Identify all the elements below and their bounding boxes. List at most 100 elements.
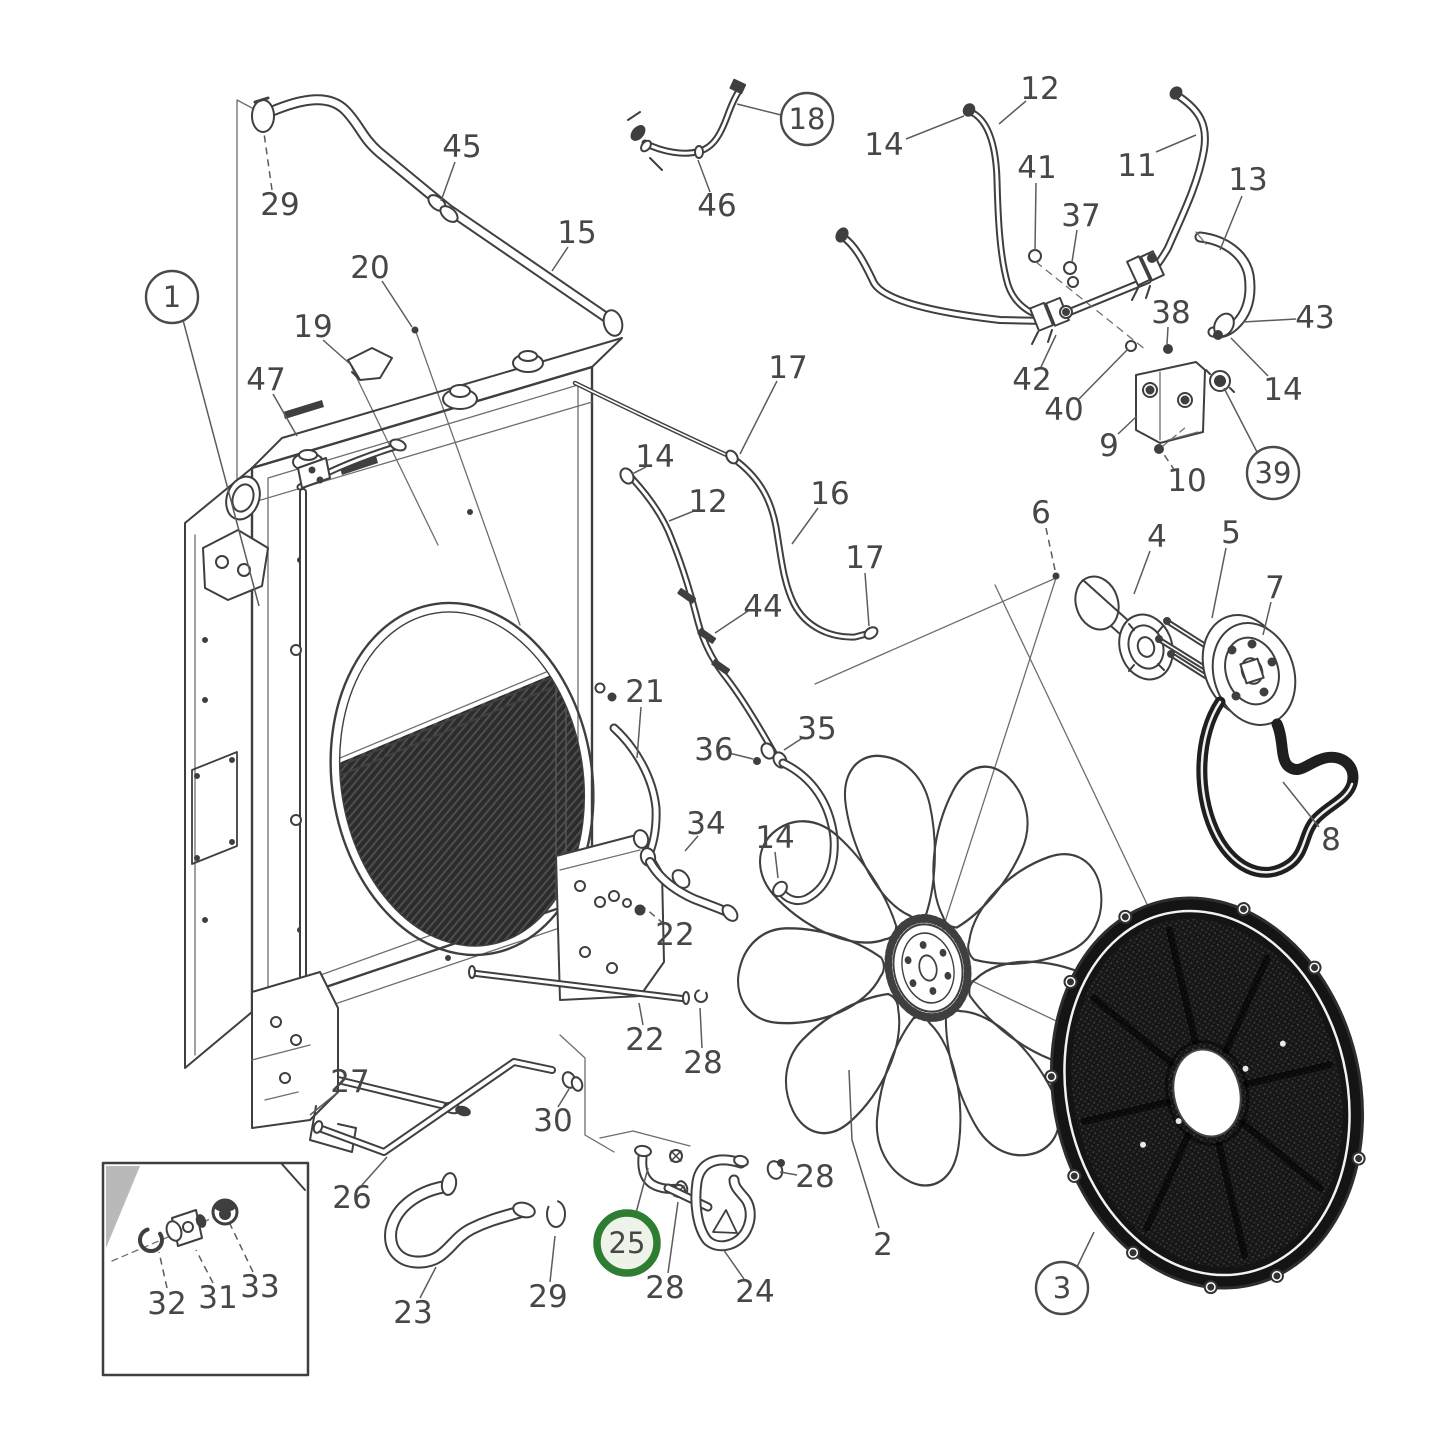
fan-hub bbox=[884, 914, 972, 1022]
tube-11-core bbox=[1144, 93, 1207, 280]
hose-16-upper-core bbox=[732, 457, 872, 639]
leader-line-12 bbox=[998, 100, 1027, 125]
shroud-center-hole bbox=[1172, 1048, 1242, 1138]
leader-line-28 bbox=[779, 1171, 798, 1176]
washer-37 bbox=[1063, 261, 1077, 275]
callout-38-16: 38 bbox=[1151, 295, 1190, 331]
leader-line-34 bbox=[684, 835, 699, 852]
vent-tube-18 bbox=[627, 78, 747, 171]
leader-line-16 bbox=[791, 507, 819, 545]
callout-17-28: 17 bbox=[768, 350, 807, 386]
heater-tubes-top-right bbox=[835, 86, 1256, 351]
callout-25-47: 25 bbox=[609, 1226, 646, 1260]
snap-ring-32 bbox=[138, 1227, 164, 1253]
leader-line-14 bbox=[1230, 337, 1269, 377]
bolt-10 bbox=[1154, 444, 1164, 454]
grommet-20-dot bbox=[411, 326, 419, 334]
leader-line-36 bbox=[728, 752, 754, 760]
callout-14-9: 14 bbox=[864, 127, 903, 163]
leader-line-15 bbox=[551, 246, 569, 272]
callout-40-18: 40 bbox=[1044, 392, 1083, 428]
leader-line-25 bbox=[635, 1167, 649, 1214]
leader-line-41 bbox=[1034, 182, 1037, 251]
callout-27-42: 27 bbox=[330, 1064, 369, 1100]
hose-24-core bbox=[692, 1156, 754, 1250]
callout-43-15: 43 bbox=[1295, 300, 1334, 336]
callout-17-32: 17 bbox=[845, 540, 884, 576]
leader-line-14 bbox=[631, 466, 647, 475]
leader-line-8 bbox=[1282, 781, 1320, 828]
shroud-rim-bolts bbox=[1044, 902, 1366, 1295]
callout-33-55: 33 bbox=[240, 1269, 279, 1305]
leader-line-18 bbox=[736, 103, 782, 116]
leader-line-45 bbox=[440, 161, 456, 202]
callout-22-39: 22 bbox=[655, 917, 694, 953]
callout-18-7: 18 bbox=[789, 102, 826, 136]
callout-35-36: 35 bbox=[797, 711, 836, 747]
reference-circle-39 bbox=[1245, 445, 1301, 501]
callout-42-17: 42 bbox=[1012, 362, 1051, 398]
lower-tube-22-core bbox=[470, 971, 688, 1001]
callout-37-12: 37 bbox=[1061, 198, 1100, 234]
leader-line-4 bbox=[1133, 550, 1151, 595]
mid-hoses bbox=[572, 380, 879, 922]
callout-22-40: 22 bbox=[625, 1022, 664, 1058]
sensor-36-dot bbox=[753, 757, 761, 765]
leader-line-17 bbox=[864, 572, 870, 627]
hose-16-loop-core bbox=[778, 760, 837, 904]
callout-4-24: 4 bbox=[1147, 519, 1167, 555]
callout-14-19: 14 bbox=[1263, 372, 1302, 408]
leader-line-33 bbox=[229, 1223, 254, 1273]
leader-line-21 bbox=[636, 706, 642, 759]
leader-line-2 bbox=[848, 1069, 880, 1229]
leader-line-29 bbox=[549, 1235, 556, 1283]
nut-39 bbox=[1205, 369, 1235, 393]
callout-5-25: 5 bbox=[1221, 515, 1241, 551]
hose-clamp-43 bbox=[1213, 312, 1235, 340]
reference-circle-18 bbox=[779, 91, 835, 147]
radiator-assembly bbox=[184, 326, 708, 1129]
leader-line-35 bbox=[783, 736, 805, 751]
radiator-edge-hardware bbox=[468, 682, 708, 1005]
hose-clamp bbox=[602, 309, 624, 337]
clip-28 bbox=[694, 989, 708, 1003]
hook-27 bbox=[309, 1105, 357, 1153]
hole-41 bbox=[1028, 249, 1042, 263]
leader-line-7 bbox=[1262, 601, 1272, 636]
callout-15-3: 15 bbox=[557, 215, 596, 251]
leader-line-19 bbox=[322, 339, 350, 364]
alignment-dot-6 bbox=[1052, 572, 1060, 580]
diagram-artwork bbox=[101, 78, 1366, 1377]
clip-17 bbox=[863, 626, 879, 640]
hole-40 bbox=[1125, 340, 1137, 352]
clamp-junction bbox=[1126, 250, 1165, 301]
callout-8-27: 8 bbox=[1321, 822, 1341, 858]
hose-21-core bbox=[611, 725, 659, 859]
hose-clamp-29 bbox=[251, 99, 275, 133]
callout-23-45: 23 bbox=[393, 1295, 432, 1331]
shroud-spokes bbox=[1080, 926, 1334, 1260]
callout-9-20: 9 bbox=[1099, 428, 1119, 464]
leader-line-22 bbox=[638, 1002, 644, 1026]
clip-44 bbox=[697, 627, 717, 644]
leader-line-14 bbox=[905, 115, 965, 140]
inset-corner-shade bbox=[106, 1166, 140, 1248]
leader-line-31 bbox=[195, 1249, 214, 1284]
reference-circle-1 bbox=[144, 269, 200, 325]
callout-28-50: 28 bbox=[795, 1159, 834, 1195]
leader-line-13 bbox=[1219, 195, 1243, 251]
line-to-clip-17-core bbox=[574, 382, 732, 458]
drive-hub-4 bbox=[1074, 575, 1174, 681]
callout-21-34: 21 bbox=[625, 674, 664, 710]
clamp-28-right bbox=[766, 1159, 785, 1180]
warning-decal-47b bbox=[340, 456, 378, 475]
callout-44-33: 44 bbox=[743, 589, 782, 625]
leader-line-20 bbox=[381, 280, 413, 328]
leader-line-38 bbox=[1166, 326, 1169, 345]
clip-46 bbox=[694, 145, 704, 159]
callout-32-53: 32 bbox=[147, 1286, 186, 1322]
leader-line-43 bbox=[1242, 318, 1297, 323]
mounting-bracket-9 bbox=[1125, 340, 1235, 454]
tube-26-core bbox=[317, 1060, 554, 1154]
